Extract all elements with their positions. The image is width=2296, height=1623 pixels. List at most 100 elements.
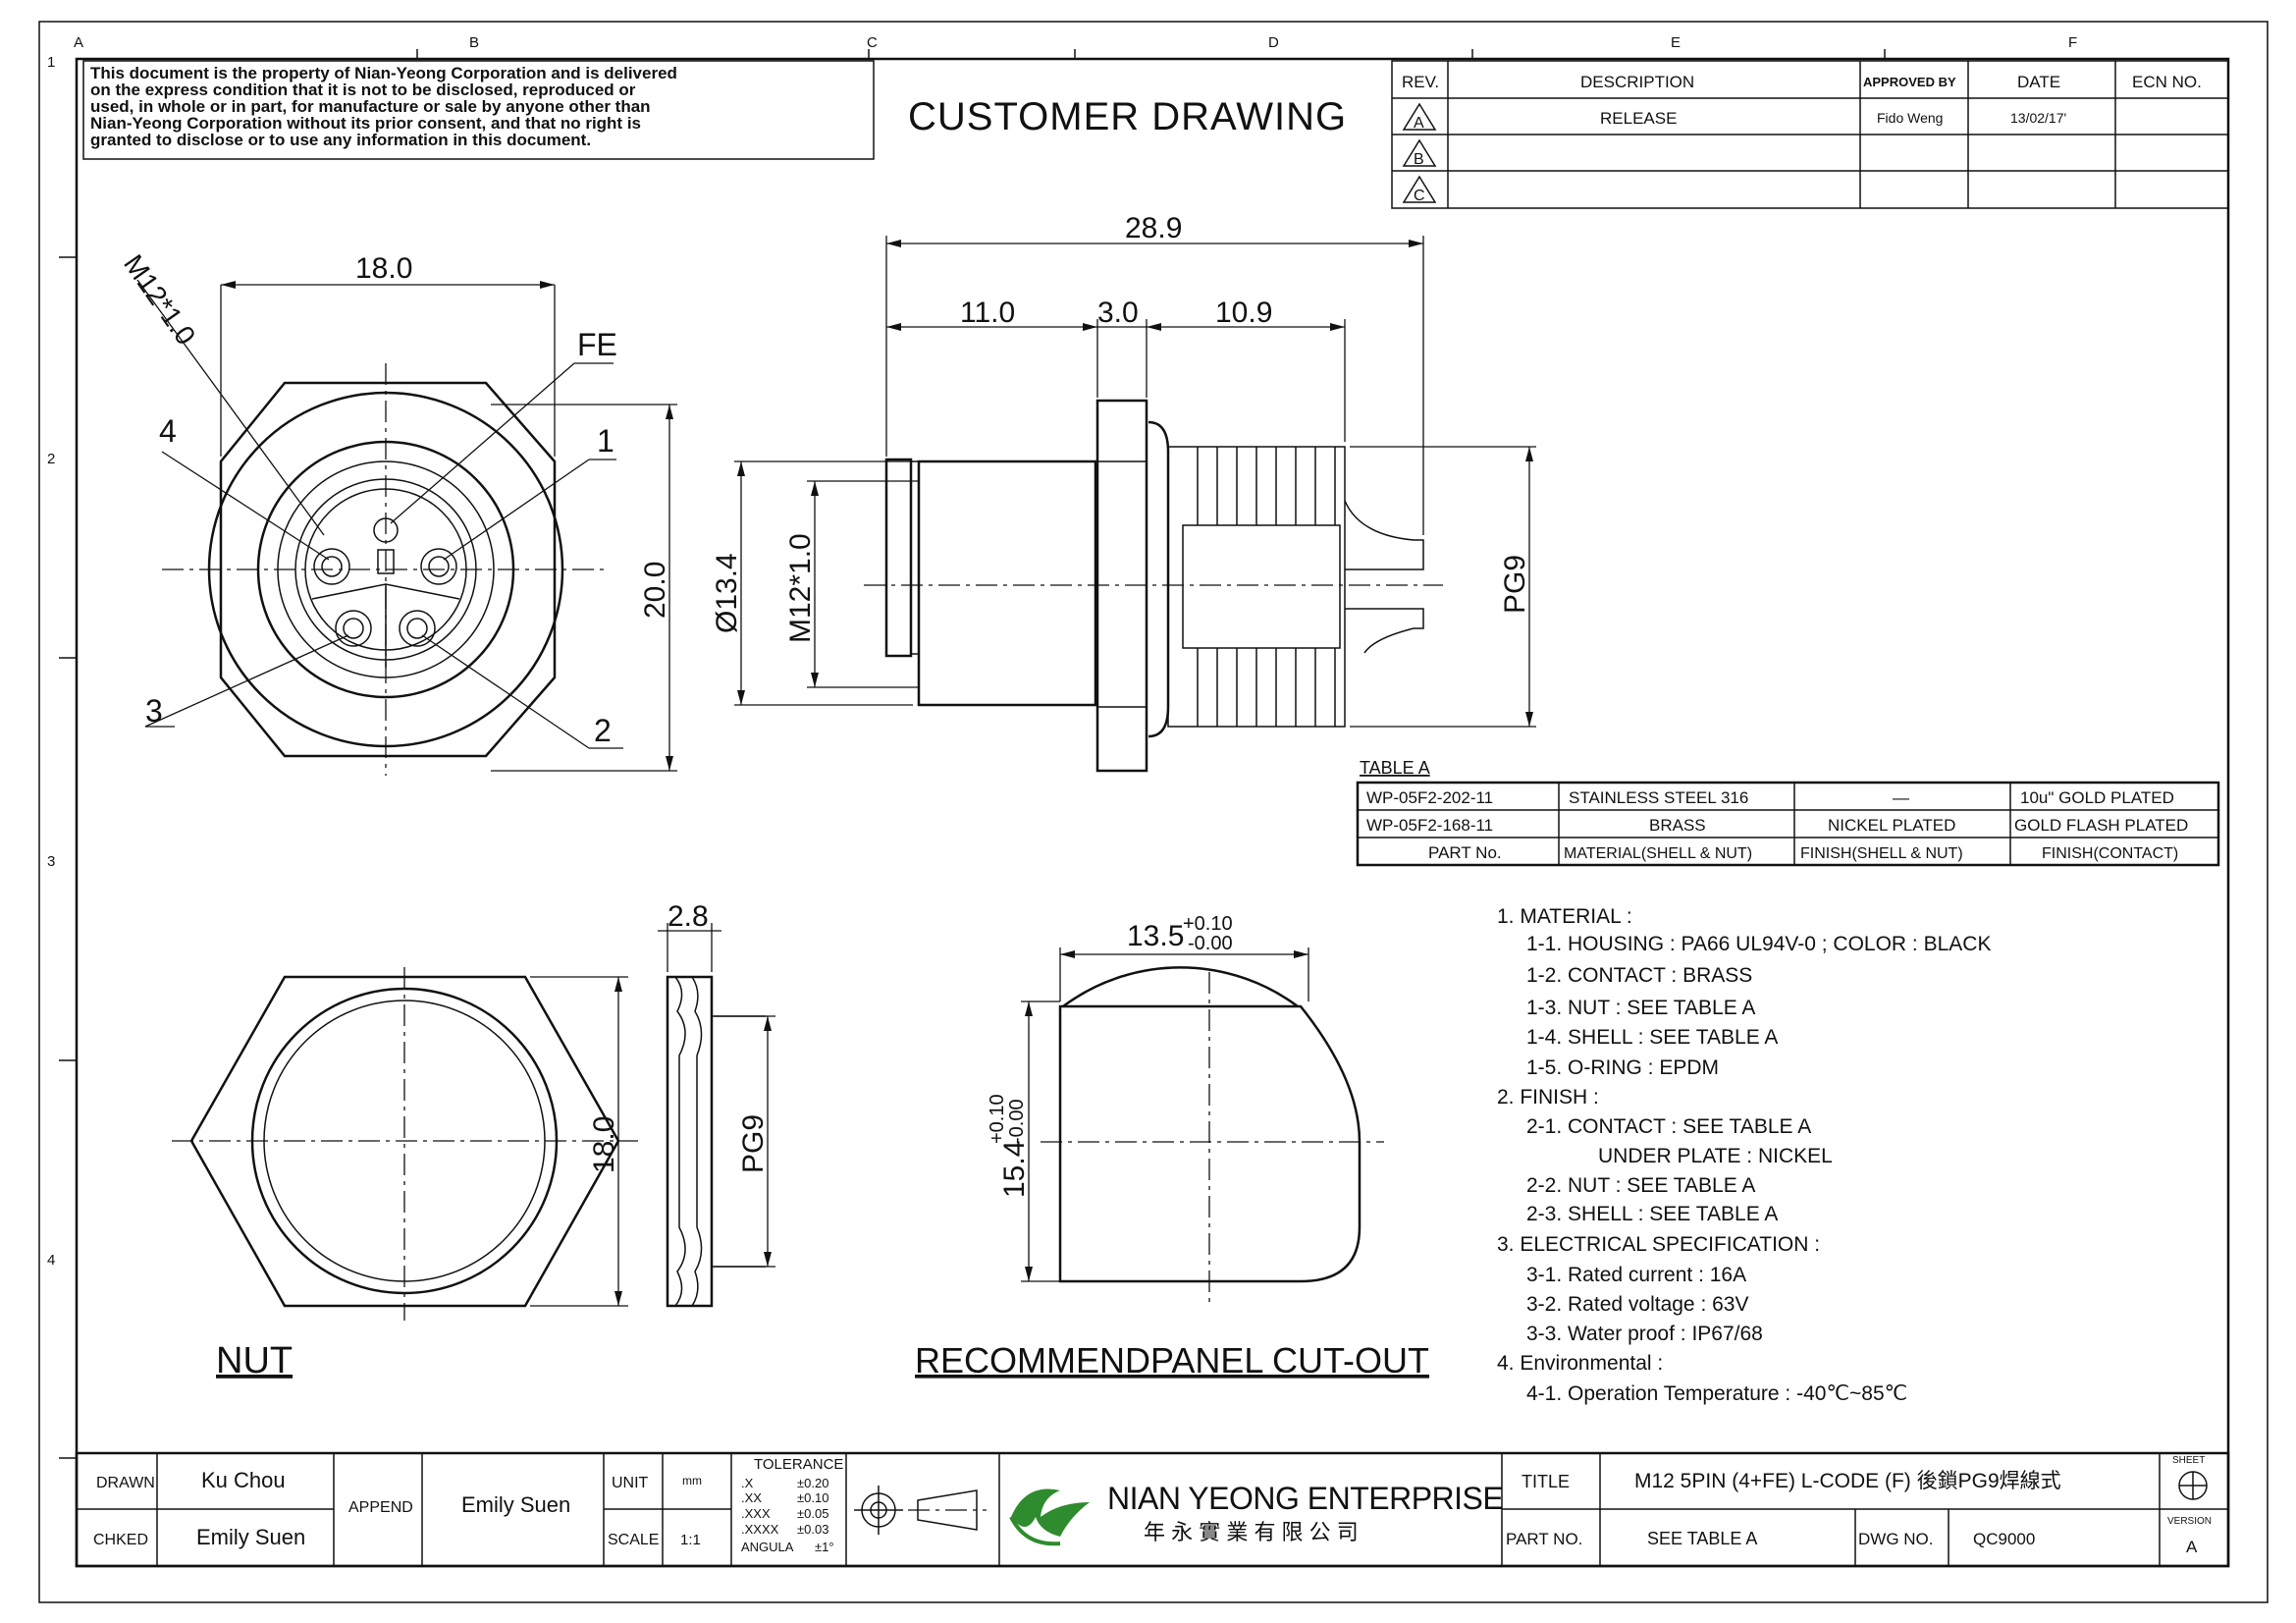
part-label: PART NO. xyxy=(1506,1530,1582,1548)
side-dim-c: 10.9 xyxy=(1215,297,1272,329)
tol-row-3-label: .XXX xyxy=(741,1506,771,1521)
tol-row-3-value: ±0.05 xyxy=(797,1506,828,1521)
cutout-height-tol-plus: +0.10 xyxy=(987,1094,1008,1144)
nut-height-dim: 18.0 xyxy=(588,1116,620,1173)
approved-header: APPROVED BY xyxy=(1863,75,1956,89)
cutout-width-dim: 13.5 xyxy=(1127,920,1184,952)
dwg-value: QC9000 xyxy=(1973,1530,2035,1548)
front-height-dim: 20.0 xyxy=(639,562,671,619)
sheet-label: SHEET xyxy=(2172,1455,2205,1466)
cutout-height-tol-minus: -0.00 xyxy=(1006,1099,1028,1144)
tolerance-title: TOLERANCE xyxy=(754,1456,843,1473)
nut-view: 18.0 2.8 PG9 NUT xyxy=(172,900,775,1381)
tol-row-4-value: ±0.03 xyxy=(797,1522,828,1537)
rev-a-date: 13/02/17' xyxy=(2010,110,2066,126)
cutout-width-tol-minus: -0.00 xyxy=(1188,933,1233,954)
cutout-shape xyxy=(1058,1004,1362,1283)
note-1: 1. MATERIAL : xyxy=(1497,905,1632,928)
table-a-r2-contact: GOLD FLASH PLATED xyxy=(2014,816,2188,835)
nut-label: NUT xyxy=(216,1340,293,1381)
notice-line-2: on the express condition that it is not … xyxy=(90,81,636,99)
title-block: DRAWN Ku Chou CHKED Emily Suen APPEND Em… xyxy=(75,1451,2230,1568)
svg-text:A: A xyxy=(1414,115,1424,132)
tol-row-5-label: ANGULA xyxy=(741,1540,794,1554)
cutout-width-tol-plus: +0.10 xyxy=(1183,913,1233,935)
table-a-h-material: MATERIAL(SHELL & NUT) xyxy=(1564,845,1752,862)
side-total-dim: 28.9 xyxy=(1125,212,1182,244)
table-a-r1-finish: — xyxy=(1893,788,1909,807)
tol-row-5-value: ±1° xyxy=(815,1540,834,1554)
outer-frame xyxy=(38,21,2269,1603)
confidentiality-notice: This document is the property of Nian-Ye… xyxy=(82,60,875,160)
rev-b-triangle: B xyxy=(1402,138,1437,168)
dwg-label: DWG NO. xyxy=(1858,1530,1934,1548)
drawing-title: CUSTOMER DRAWING xyxy=(908,95,1347,138)
row-marker-2: 2 xyxy=(47,451,55,467)
revision-table: REV. DESCRIPTION APPROVED BY DATE ECN NO… xyxy=(1391,60,2229,209)
pin-4 xyxy=(313,548,350,585)
notice-line-4: Nian-Yeong Corporation without its prior… xyxy=(90,114,641,133)
col-marker-a: A xyxy=(74,34,83,51)
cutout-label: RECOMMENDPANEL CUT-OUT xyxy=(915,1340,1429,1380)
row-markers: 1 2 3 4 xyxy=(47,54,77,1459)
note-1-1: 1-1. HOUSING : PA66 UL94V-0 ; COLOR : BL… xyxy=(1526,933,1991,955)
svg-text:C: C xyxy=(1414,188,1425,204)
sheet-symbol-icon xyxy=(2178,1471,2208,1500)
version-label: VERSION xyxy=(2167,1516,2212,1527)
side-dia-dim: Ø13.4 xyxy=(711,553,743,633)
row-marker-3: 3 xyxy=(47,853,55,870)
note-1-2: 1-2. CONTACT : BRASS xyxy=(1526,964,1752,987)
note-1-5: 1-5. O-RING : EPDM xyxy=(1526,1056,1719,1079)
tol-row-2-label: .XX xyxy=(741,1490,762,1505)
table-a-r2-finish: NICKEL PLATED xyxy=(1828,816,1955,835)
note-3-3: 3-3. Water proof : IP67/68 xyxy=(1526,1323,1763,1345)
unit-label: UNIT xyxy=(612,1475,649,1491)
front-thread-label: M12*1.0 xyxy=(118,249,201,351)
side-view: 28.9 11.0 3.0 10.9 Ø13.4 M12*1.0 PG9 xyxy=(711,212,1536,773)
company-name-zh: 年 永 實 業 有 限 公 司 xyxy=(1144,1520,1359,1544)
tol-row-1-value: ±0.20 xyxy=(797,1476,828,1490)
side-pg-dim: PG9 xyxy=(1499,555,1531,614)
projection-symbol-icon xyxy=(854,1486,987,1535)
col-marker-e: E xyxy=(1671,34,1681,51)
table-a-h-finish: FINISH(SHELL & NUT) xyxy=(1800,845,1963,862)
pin-label-2: 2 xyxy=(594,713,612,748)
rev-a-approved: Fido Weng xyxy=(1877,110,1943,126)
note-4-1: 4-1. Operation Temperature : -40℃~85℃ xyxy=(1526,1382,1907,1405)
note-1-4: 1-4. SHELL : SEE TABLE A xyxy=(1526,1026,1778,1049)
note-4: 4. Environmental : xyxy=(1497,1352,1663,1375)
description-header: DESCRIPTION xyxy=(1580,73,1694,91)
append-value: Emily Suen xyxy=(461,1492,570,1517)
version-value: A xyxy=(2186,1538,2198,1556)
svg-text:B: B xyxy=(1414,151,1424,168)
notice-line-1: This document is the property of Nian-Ye… xyxy=(90,64,677,82)
pin-label-1: 1 xyxy=(597,423,614,459)
part-value: SEE TABLE A xyxy=(1647,1529,1757,1548)
nut-pg-dim: PG9 xyxy=(737,1114,770,1173)
drawn-label: DRAWN xyxy=(96,1475,155,1491)
table-a-r2-material: BRASS xyxy=(1649,816,1706,835)
pin-label-3: 3 xyxy=(145,693,163,729)
title-label: TITLE xyxy=(1522,1472,1570,1491)
spec-notes: 1. MATERIAL : 1-1. HOUSING : PA66 UL94V-… xyxy=(1497,905,1991,1405)
table-a-title: TABLE A xyxy=(1360,758,1430,778)
table-a-r1-part: WP-05F2-202-11 xyxy=(1366,788,1493,807)
table-a: TABLE A WP-05F2-202-11 STAINLESS STEEL 3… xyxy=(1356,758,2220,867)
side-thread-dim: M12*1.0 xyxy=(784,533,817,643)
unit-value: mm xyxy=(682,1474,702,1488)
col-marker-b: B xyxy=(469,34,479,51)
tol-row-2-value: ±0.10 xyxy=(797,1490,828,1505)
checked-label: CHKED xyxy=(93,1532,148,1548)
front-hex-body xyxy=(219,381,557,758)
side-dim-b: 3.0 xyxy=(1097,297,1139,329)
scale-value: 1:1 xyxy=(680,1532,701,1548)
table-a-h-contact: FINISH(CONTACT) xyxy=(2042,845,2178,862)
front-width-dim: 18.0 xyxy=(355,252,412,285)
table-a-r2-part: WP-05F2-168-11 xyxy=(1366,816,1493,835)
note-3-1: 3-1. Rated current : 16A xyxy=(1526,1264,1746,1286)
company-logo xyxy=(1009,1488,1090,1546)
notice-line-3: used, in whole or in part, for manufactu… xyxy=(90,97,651,116)
tol-row-4-label: .XXXX xyxy=(741,1522,779,1537)
note-2: 2. FINISH : xyxy=(1497,1086,1599,1109)
